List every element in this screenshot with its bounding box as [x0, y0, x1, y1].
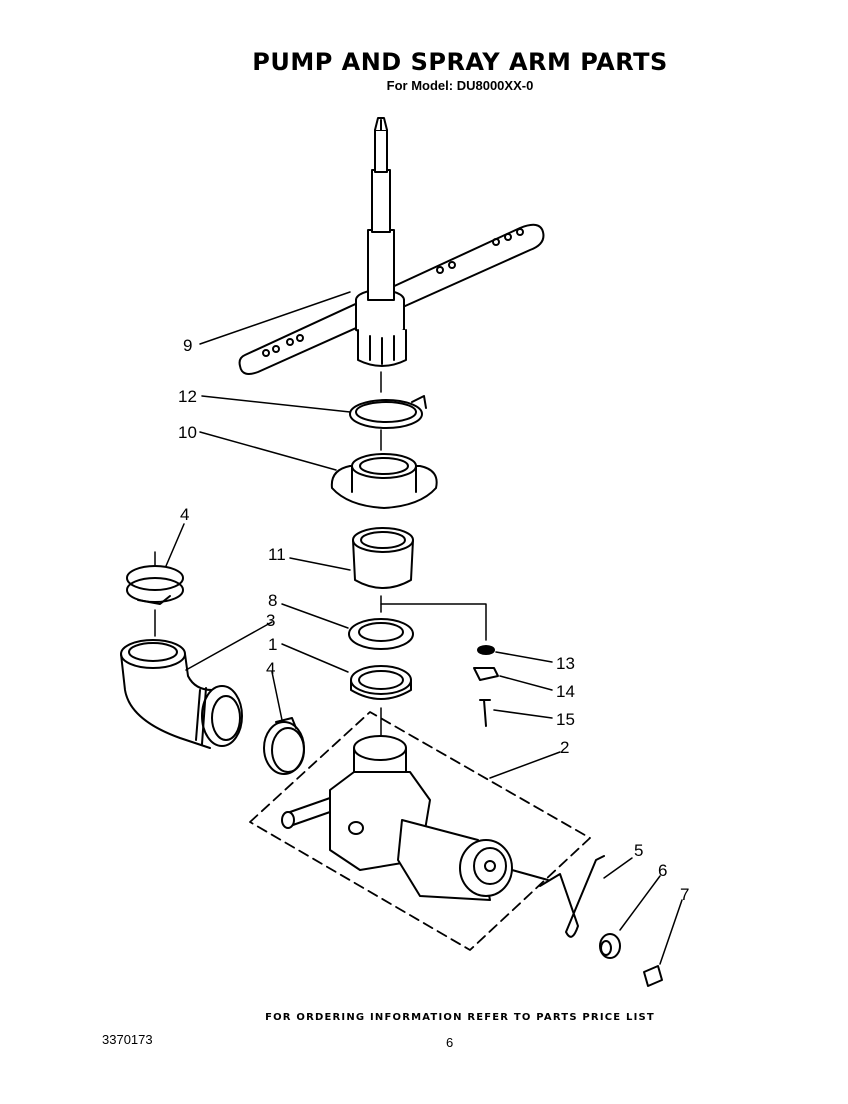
callout-12: 12 — [178, 387, 197, 406]
spray-arm-assembly — [238, 117, 545, 375]
gasket — [348, 618, 414, 650]
washer-plate — [643, 965, 663, 987]
callout-2: 2 — [560, 738, 569, 757]
cup — [352, 527, 414, 589]
callout-9: 9 — [183, 336, 192, 355]
page-title: PUMP AND SPRAY ARM PARTS — [252, 48, 668, 76]
model-subtitle: For Model: DU8000XX-0 — [386, 78, 534, 93]
callout-14: 14 — [556, 682, 575, 701]
spring-clip — [539, 855, 605, 938]
hose-clamp-upper — [126, 565, 184, 605]
hose-clamp-lower — [263, 717, 305, 775]
callout-10: 10 — [178, 423, 197, 442]
pump-motor-assembly — [281, 735, 549, 901]
callout-1: 1 — [268, 635, 277, 654]
hardware-set — [473, 645, 499, 727]
callout-3: 3 — [266, 611, 275, 630]
bearing — [599, 933, 621, 959]
callout-8: 8 — [268, 591, 277, 610]
document-number: 3370173 — [102, 1032, 153, 1047]
elbow-hose — [120, 639, 243, 749]
manifold-housing — [330, 453, 438, 509]
callout-6: 6 — [658, 861, 667, 880]
callout-4-upper: 4 — [180, 505, 189, 524]
ordering-note: FOR ORDERING INFORMATION REFER TO PARTS … — [265, 1012, 655, 1023]
callout-4-lower: 4 — [266, 659, 275, 678]
callout-15: 15 — [556, 710, 575, 729]
callout-13: 13 — [556, 654, 575, 673]
seal — [350, 665, 412, 700]
callout-5: 5 — [634, 841, 643, 860]
page-number: 6 — [446, 1035, 454, 1050]
callout-7: 7 — [680, 885, 689, 904]
clamp-ring — [349, 395, 427, 429]
callout-11: 11 — [268, 545, 286, 564]
